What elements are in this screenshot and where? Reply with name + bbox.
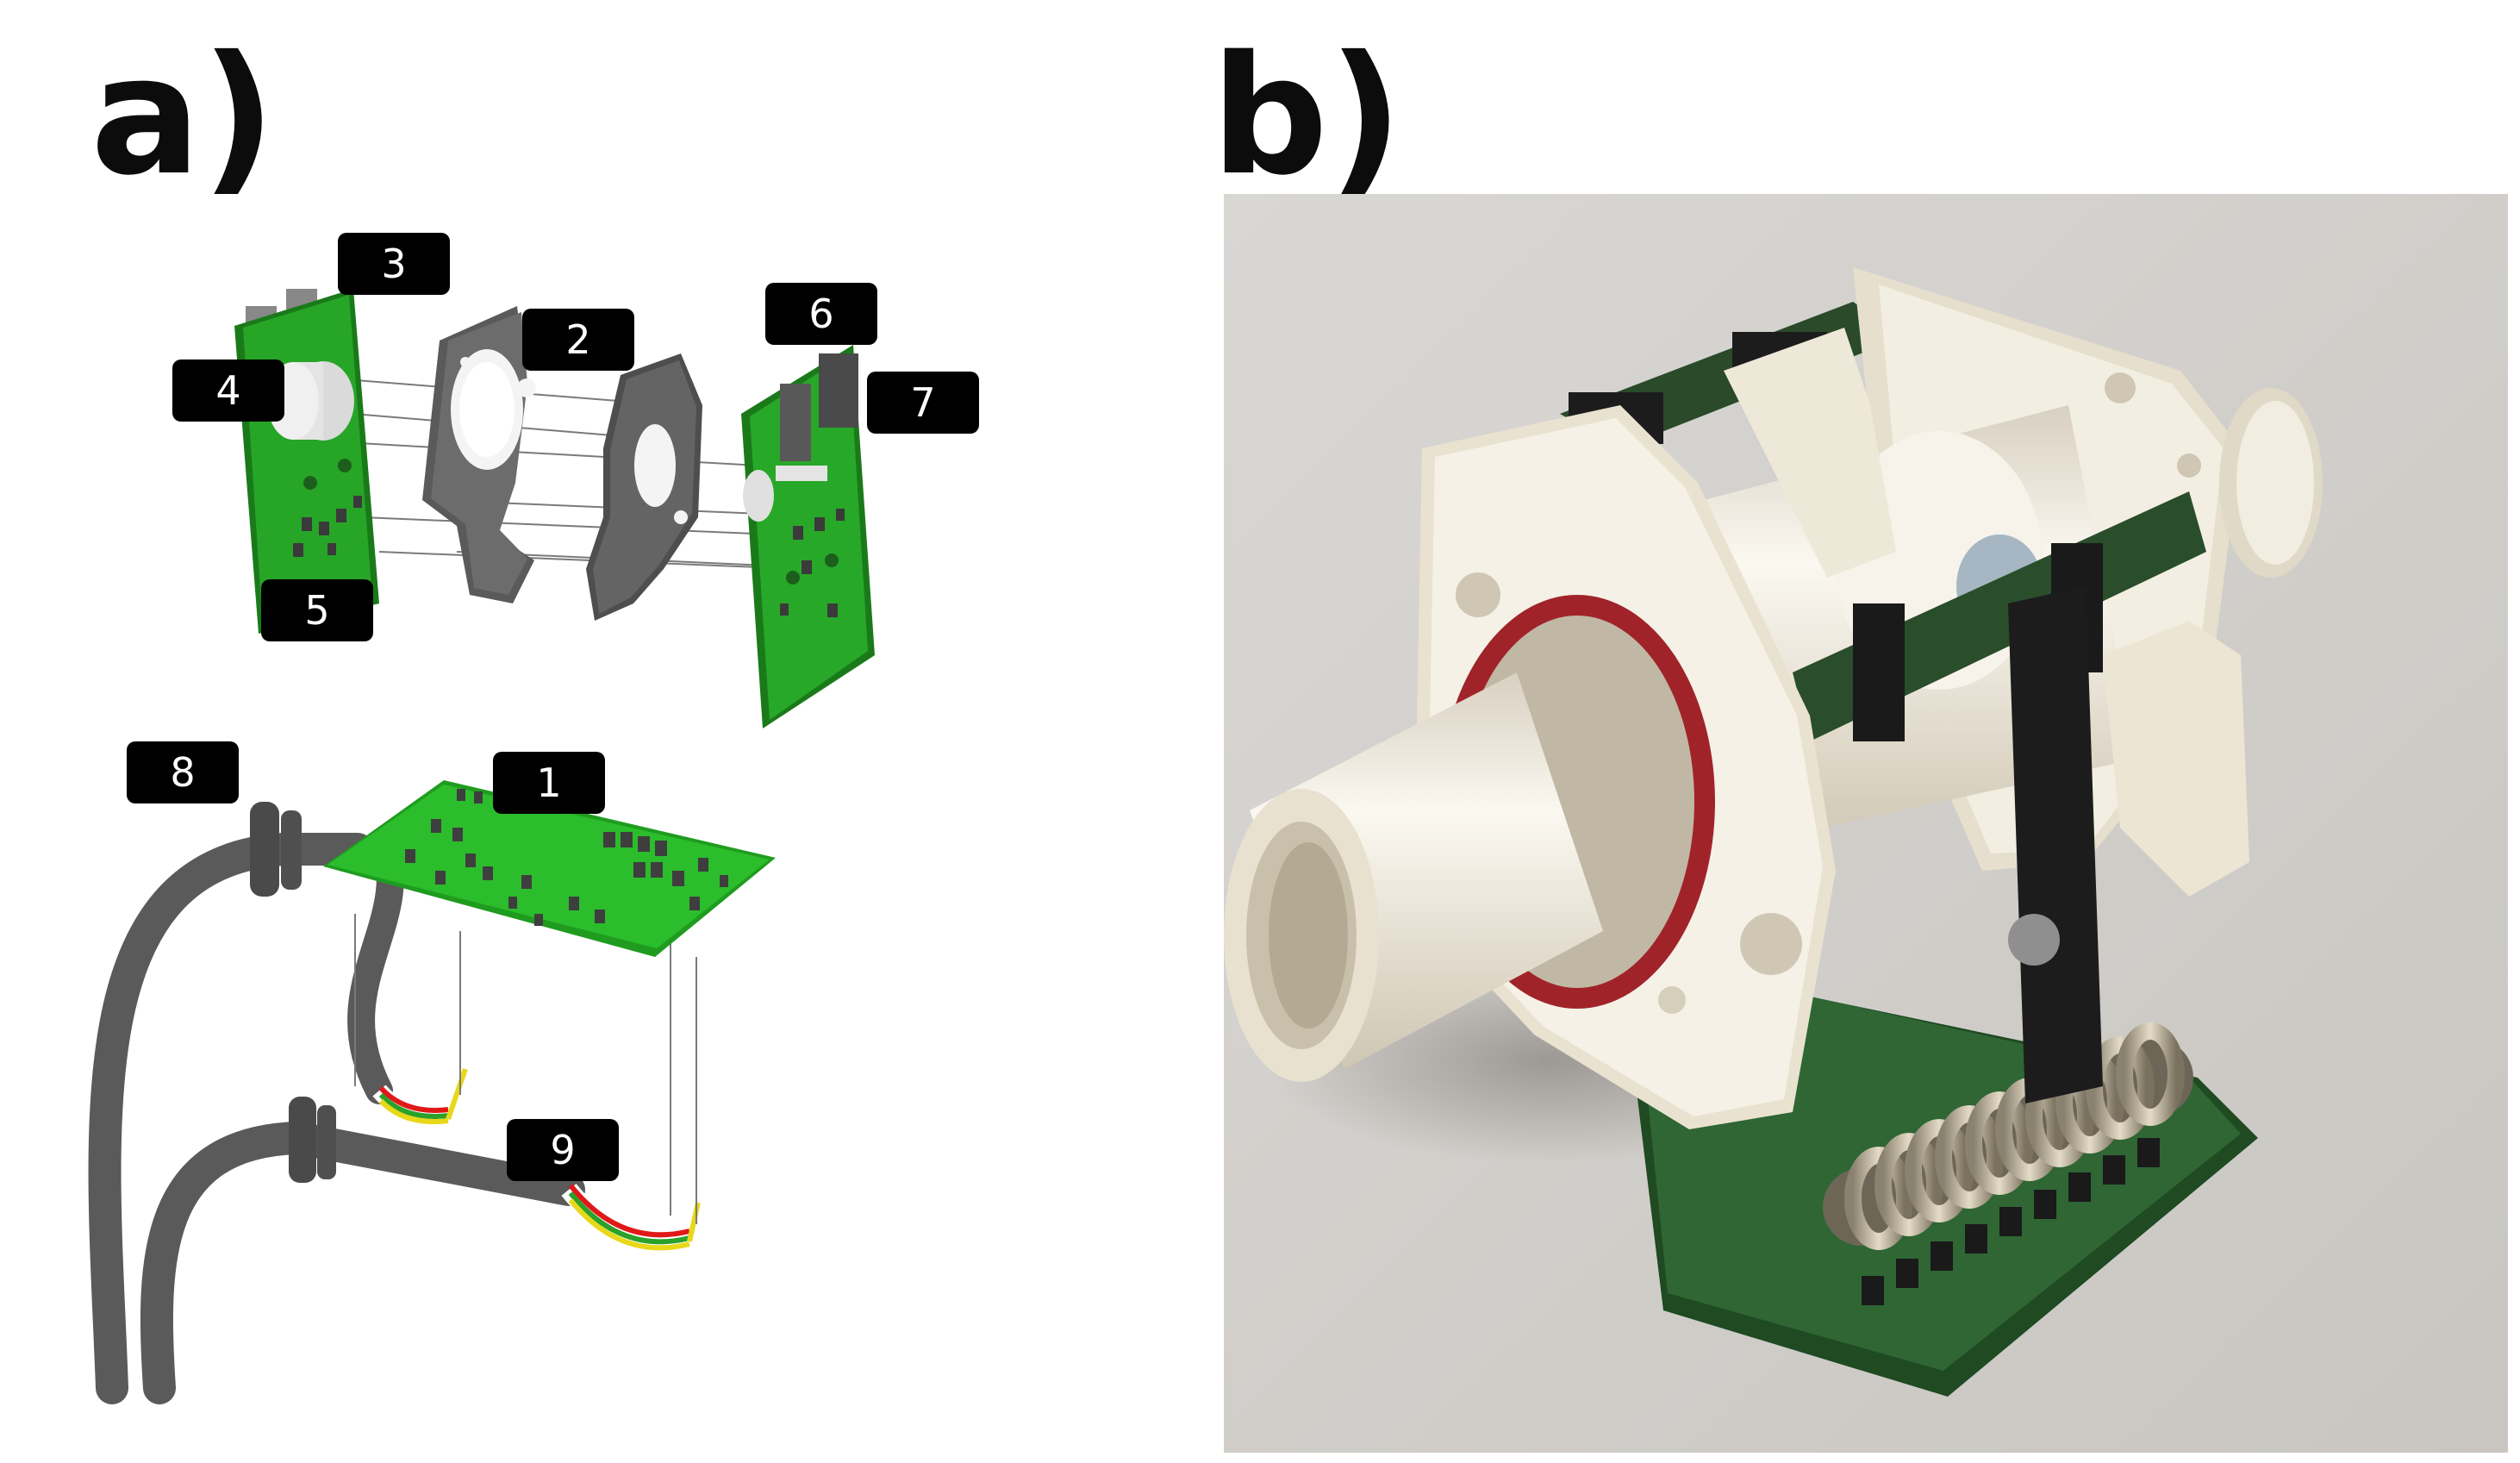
callout-5: 5 — [261, 579, 373, 641]
callout-7-text: 7 — [910, 379, 935, 426]
callout-1-text: 1 — [536, 760, 561, 806]
callout-4: 4 — [172, 359, 284, 422]
callout-8: 8 — [127, 741, 239, 803]
mount-plate-rear — [586, 353, 702, 621]
wire-ends-cable-8 — [372, 1068, 468, 1126]
callout-6: 6 — [765, 283, 877, 345]
device-photo — [1224, 194, 2508, 1453]
callout-5-text: 5 — [304, 587, 329, 634]
callout-7: 7 — [867, 372, 979, 434]
callout-2: 2 — [522, 309, 634, 371]
cable-9 — [140, 1097, 585, 1404]
callout-1: 1 — [493, 752, 605, 814]
panel-a-label: a) — [90, 21, 277, 211]
callout-3: 3 — [338, 233, 450, 295]
callout-2-text: 2 — [565, 316, 590, 363]
wire-ends-cable-9 — [561, 1184, 701, 1251]
panel-b-label: b) — [1211, 21, 1403, 211]
callout-9: 9 — [507, 1119, 619, 1181]
callout-8-text: 8 — [170, 749, 195, 796]
mount-plate-2 — [422, 306, 536, 603]
callout-3-text: 3 — [381, 241, 406, 287]
callout-6-text: 6 — [808, 291, 833, 337]
sensor-board-right — [741, 345, 875, 728]
callout-4-text: 4 — [215, 367, 240, 414]
callout-9-text: 9 — [550, 1127, 575, 1173]
spring — [1823, 1022, 2193, 1250]
exploded-diagram — [88, 289, 875, 1404]
main-board-1 — [323, 780, 776, 957]
